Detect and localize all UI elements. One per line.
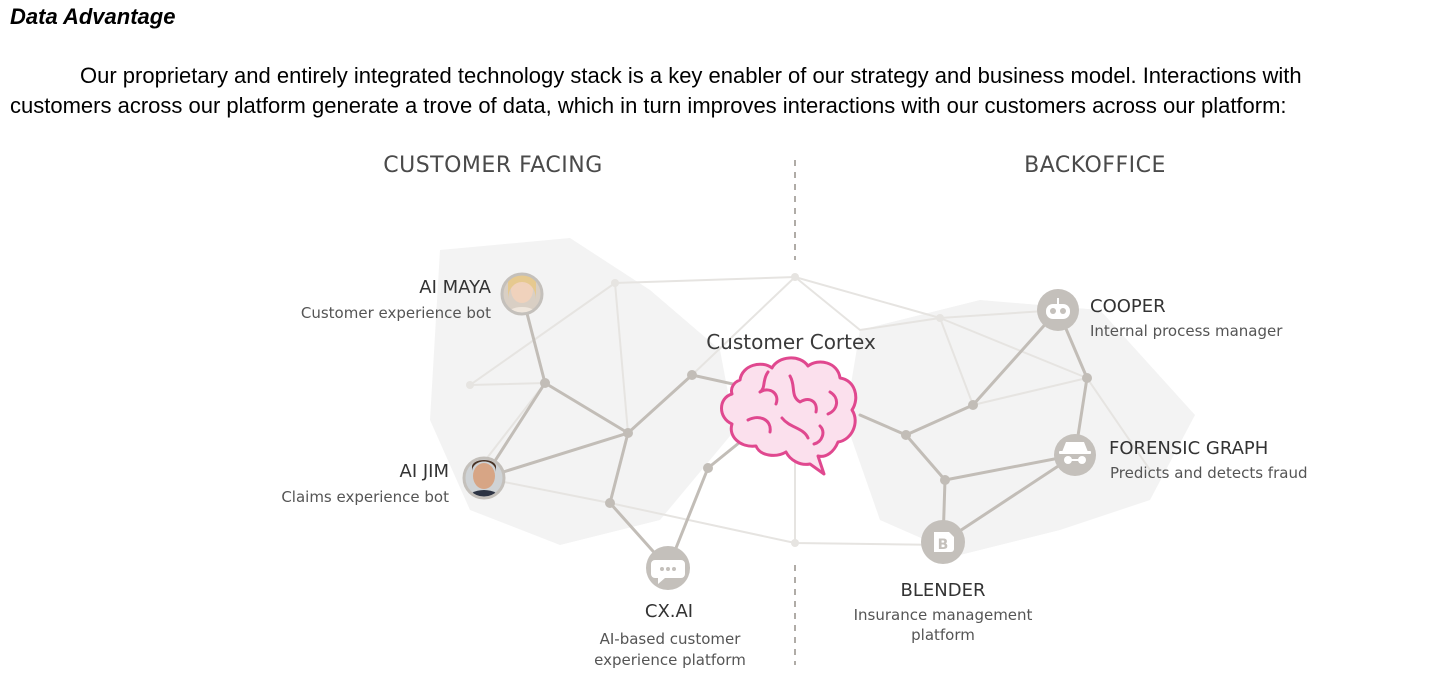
network-dots <box>466 273 1092 547</box>
blender-subtitle-line-1: Insurance management <box>854 606 1033 624</box>
customer-facing-label: CUSTOMER FACING <box>383 153 603 178</box>
paragraph-line-1: Our proprietary and entirely integrated … <box>80 63 1302 88</box>
cx-ai-subtitle-line-2: experience platform <box>594 651 746 669</box>
backoffice-label: BACKOFFICE <box>1024 153 1166 178</box>
blender-node: B BLENDER Insurance management platform <box>854 520 1033 644</box>
ai-maya-title: AI MAYA <box>419 277 491 298</box>
forensic-graph-subtitle: Predicts and detects fraud <box>1110 464 1307 482</box>
svg-text:B: B <box>938 537 949 553</box>
forensic-graph-node: FORENSIC GRAPH Predicts and detects frau… <box>1054 434 1307 482</box>
section-heading: Data Advantage <box>10 4 176 29</box>
ai-jim-subtitle: Claims experience bot <box>281 488 449 506</box>
ai-jim-node: AI JIM Claims experience bot <box>281 456 506 506</box>
ai-maya-node: AI MAYA Customer experience bot <box>301 272 544 322</box>
cooper-node: COOPER Internal process manager <box>1037 289 1283 340</box>
ai-jim-title: AI JIM <box>400 461 450 482</box>
blender-subtitle-line-2: platform <box>911 626 975 644</box>
ai-maya-subtitle: Customer experience bot <box>301 304 491 322</box>
intro-paragraph: Our proprietary and entirely integrated … <box>10 61 1446 121</box>
paragraph-line-2: customers across our platform generate a… <box>10 93 1287 118</box>
forensic-graph-title: FORENSIC GRAPH <box>1109 438 1268 459</box>
blender-title: BLENDER <box>901 580 986 601</box>
robot-icon <box>1046 298 1070 319</box>
chat-bubble-icon <box>651 560 685 584</box>
cx-ai-title: CX.AI <box>645 601 693 622</box>
cooper-subtitle: Internal process manager <box>1090 322 1283 340</box>
detective-icon <box>1059 442 1091 464</box>
cooper-title: COOPER <box>1090 296 1166 317</box>
cx-ai-node: CX.AI AI-based customer experience platf… <box>594 546 746 669</box>
customer-cortex-label: Customer Cortex <box>706 330 876 354</box>
brain-icon <box>720 356 858 476</box>
blender-b-icon: B <box>934 532 954 553</box>
background-blob <box>430 238 1195 555</box>
cx-ai-subtitle-line-1: AI-based customer <box>600 630 742 648</box>
